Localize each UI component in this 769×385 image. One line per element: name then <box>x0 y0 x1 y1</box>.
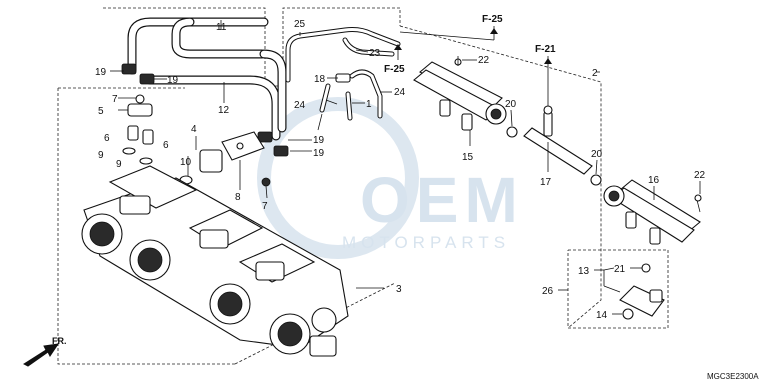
section-references: F-25 F-25 F-21 <box>384 14 556 75</box>
joint-6-a <box>127 125 139 141</box>
callout-15: 15 <box>462 152 474 163</box>
callout-4: 4 <box>191 124 197 135</box>
injector <box>619 285 665 317</box>
hose-clips <box>121 63 289 157</box>
hose-12 <box>145 49 287 141</box>
joint-pipe-17 <box>523 105 593 175</box>
watermark-ring <box>257 97 419 259</box>
diagram-code: MGC3E2300A <box>707 372 759 381</box>
clip-19-d <box>273 145 289 157</box>
throttle-body-boundary-left <box>57 88 235 365</box>
t-joint-18 <box>335 73 351 83</box>
ref-f21: F-21 <box>535 44 556 55</box>
sensor-4 <box>199 149 223 173</box>
callout-26: 26 <box>542 286 554 297</box>
callout-19-c: 19 <box>313 135 325 146</box>
callout-5: 5 <box>98 106 104 117</box>
screw-7-b <box>261 177 271 187</box>
hose-11 <box>127 17 269 75</box>
ref-f25-b: F-25 <box>384 64 405 75</box>
ref-arrow-up-icon <box>490 28 498 34</box>
injector-kit-boundary <box>567 249 669 329</box>
ref-arrow-up-icon <box>394 44 402 50</box>
throttle-body-3 <box>81 165 349 357</box>
watermark-subtitle: MOTORPARTS <box>342 233 510 252</box>
callout-20-a: 20 <box>505 99 517 110</box>
callout-19-a: 19 <box>95 67 107 78</box>
callout-3: 3 <box>396 284 402 295</box>
front-direction-marker: FR. <box>22 336 67 367</box>
callout-18: 18 <box>314 74 326 85</box>
fuel-rail-16 <box>603 179 702 245</box>
o-ring-20-a <box>506 126 518 138</box>
ref-f25-a: F-25 <box>482 14 503 25</box>
callout-9-b: 9 <box>116 159 122 170</box>
callout-10: 10 <box>180 157 192 168</box>
callouts: 11 12 19 19 19 19 25 23 18 24 24 1 2 3 4… <box>95 19 706 321</box>
callout-22-b: 22 <box>694 170 706 181</box>
callout-13: 13 <box>578 266 590 277</box>
ref-arrow-up-icon <box>544 58 552 64</box>
callout-24-a: 24 <box>294 100 306 111</box>
clip-19-a <box>121 63 137 75</box>
callout-21: 21 <box>614 264 626 275</box>
watermark: OEM MOTORPARTS <box>257 97 524 259</box>
callout-7-a: 7 <box>112 94 118 105</box>
callout-12: 12 <box>218 105 230 116</box>
callout-11: 11 <box>216 22 227 33</box>
o-ring-21 <box>641 263 651 273</box>
injector-kit-26 <box>619 263 665 320</box>
callout-20-b: 20 <box>591 149 603 160</box>
front-arrow-icon <box>22 343 60 367</box>
leader-lines <box>110 20 701 315</box>
callout-2: 2 <box>592 68 598 79</box>
callout-6-a: 6 <box>104 133 110 144</box>
watermark-title: OEM <box>360 164 524 236</box>
o-ring-20-b <box>590 174 602 186</box>
callout-8: 8 <box>235 192 241 203</box>
callout-19-b: 19 <box>167 75 179 86</box>
screw-7 <box>135 94 145 104</box>
small-parts <box>122 94 271 187</box>
callout-9-a: 9 <box>98 150 104 161</box>
callout-23: 23 <box>369 48 381 59</box>
callout-14: 14 <box>596 310 608 321</box>
fuel-rail-boundary <box>399 25 602 329</box>
callout-6-b: 6 <box>163 140 169 151</box>
callout-24-b: 24 <box>394 87 406 98</box>
bracket-5 <box>127 103 153 117</box>
callout-1: 1 <box>366 99 372 110</box>
fuel-rail-15 <box>413 56 507 131</box>
clip-19-c <box>257 131 273 143</box>
front-label: FR. <box>52 336 67 346</box>
callout-7-b: 7 <box>262 201 268 212</box>
washer-9-a <box>122 147 136 155</box>
joint-6-b <box>142 129 154 145</box>
callout-19-d: 19 <box>313 148 325 159</box>
callout-17: 17 <box>540 177 552 188</box>
callout-22-a: 22 <box>478 55 490 66</box>
clip-19-b <box>139 73 155 85</box>
callout-16: 16 <box>648 175 660 186</box>
callout-25: 25 <box>294 19 306 30</box>
vacuum-hoses <box>285 27 401 121</box>
o-ring-14 <box>622 308 634 320</box>
washer-9-b <box>139 157 153 165</box>
